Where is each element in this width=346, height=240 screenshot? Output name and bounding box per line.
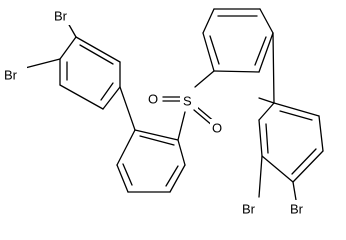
ring-lower-right: [258, 97, 324, 183]
ring-upper-left: [59, 36, 121, 110]
bond-c-br-upper-1: [67, 22, 77, 38]
chemical-structure: Br Br S O O Br Br: [3, 7, 324, 218]
bond-c-br-upper-2: [24, 58, 61, 69]
bond-inner: [209, 35, 220, 65]
bond-inner: [79, 44, 114, 65]
bond: [134, 129, 179, 141]
bond-inner: [100, 82, 114, 101]
bond-c-br-lower-2: [292, 181, 297, 201]
bond: [116, 129, 136, 166]
bond-ring-a-to-ring-b: [119, 86, 136, 131]
sulfur-label: S: [183, 94, 192, 109]
bond: [258, 32, 274, 73]
bond: [59, 36, 77, 60]
bond-inner: [265, 123, 269, 154]
bond-ring-c-to-ring-d: [272, 32, 275, 104]
bromine-label: Br: [290, 202, 304, 217]
bond: [258, 102, 275, 121]
bond: [169, 164, 186, 193]
bromine-label: Br: [4, 68, 18, 83]
bromine-label: Br: [54, 9, 68, 24]
ring-lower-left: [116, 129, 186, 193]
bond-sulfur-to-ring-c: [194, 70, 215, 88]
bond-inner: [279, 110, 313, 121]
bromine-label: Br: [242, 202, 256, 217]
linking-bonds: [24, 22, 297, 201]
bond: [273, 102, 320, 117]
bond: [318, 115, 324, 152]
bond: [261, 155, 294, 183]
bond: [116, 164, 129, 193]
atom-labels: Br Br S O O Br Br: [3, 7, 313, 218]
bond-ring-b-to-sulfur: [177, 111, 186, 141]
bond: [102, 86, 121, 110]
bond: [202, 8, 215, 34]
bond-inner: [122, 163, 133, 186]
bond-inner: [291, 148, 317, 175]
oxygen-label: O: [148, 92, 158, 107]
bond: [258, 119, 263, 157]
bond: [75, 36, 121, 63]
bond: [177, 139, 186, 166]
oxygen-label: O: [212, 121, 222, 136]
bond: [59, 84, 104, 110]
bond-s-o-2-double: [193, 109, 214, 127]
bond: [292, 150, 324, 183]
bond: [259, 8, 274, 34]
bond-inner: [165, 165, 179, 187]
bond-inner: [254, 36, 267, 66]
bond-c-br-lower-1: [258, 155, 263, 198]
ring-upper-right: [202, 8, 274, 73]
bond: [258, 97, 275, 104]
bond: [202, 32, 215, 72]
bond-inner: [139, 135, 175, 146]
bond: [213, 70, 260, 73]
